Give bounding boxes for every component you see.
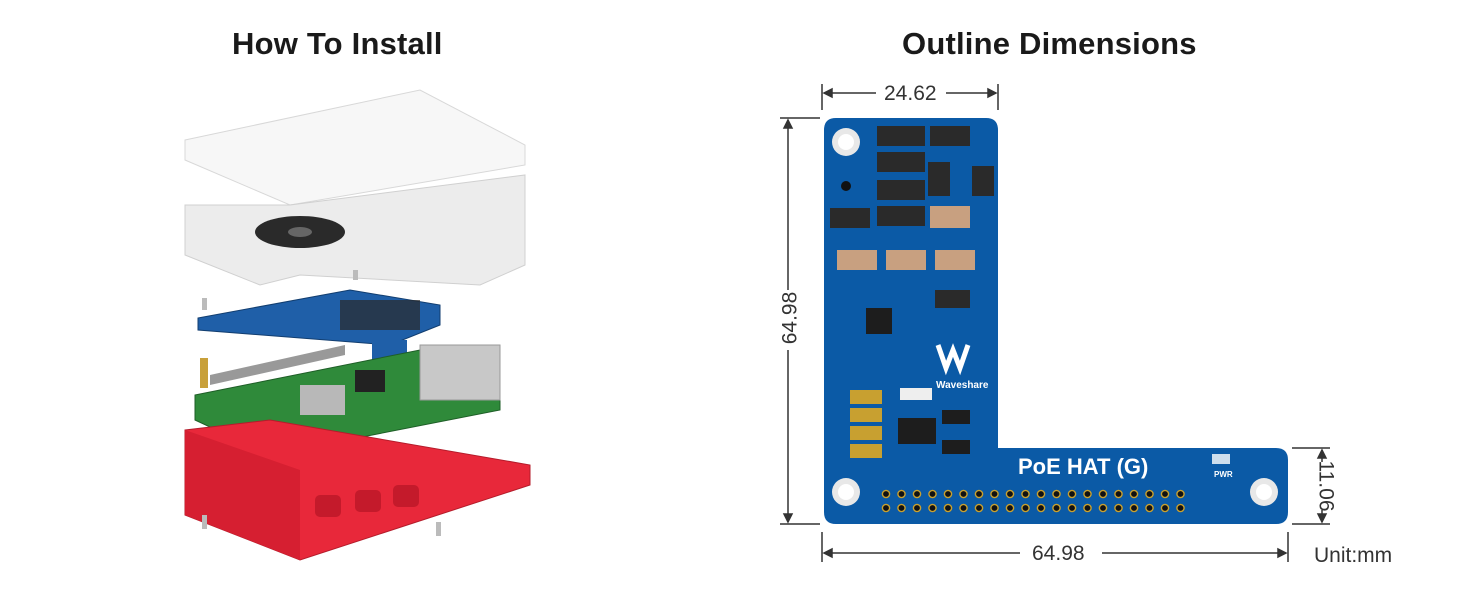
gpio-pin: [1129, 489, 1139, 499]
gpio-pin: [1067, 489, 1077, 499]
gpio-pin: [897, 503, 906, 513]
gpio-pin: [1067, 503, 1077, 513]
gpio-pin: [912, 489, 922, 499]
gpio-pin: [881, 489, 891, 499]
gpio-pin: [974, 503, 984, 513]
gpio-pin: [1021, 489, 1030, 499]
gpio-pin: [974, 489, 984, 499]
gpio-pin: [1160, 503, 1170, 513]
gpio-pin: [1176, 503, 1185, 513]
red-base: [184, 419, 531, 561]
dimension-lines: [780, 84, 1330, 562]
gpio-pin: [1052, 489, 1061, 499]
dimensions-title: Outline Dimensions: [902, 26, 1197, 61]
dimension-right: 11.06: [1314, 460, 1338, 512]
gpio-pin: [1114, 503, 1123, 513]
gpio-pin: [1021, 503, 1030, 513]
gpio-pin: [1145, 489, 1154, 499]
gpio-pin: [990, 489, 999, 499]
gpio-pin: [1083, 489, 1092, 499]
pwr-label: PWR: [1214, 470, 1233, 479]
gpio-pin: [1176, 489, 1185, 499]
gpio-pin: [1098, 503, 1108, 513]
screws: [200, 270, 441, 536]
gpio-pin: [897, 489, 906, 499]
dimension-left: 64.98: [778, 291, 802, 345]
board-label: PoE HAT (G): [1018, 454, 1149, 479]
gpio-pin: [1098, 489, 1108, 499]
gpio-pin: [1005, 503, 1015, 513]
gpio-pin: [1052, 503, 1061, 513]
gpio-pin: [990, 503, 999, 513]
waveshare-logo-icon: [935, 343, 971, 376]
gpio-pin: [959, 489, 968, 499]
unit-label: Unit:mm: [1314, 544, 1393, 567]
gpio-pin: [1036, 503, 1046, 513]
gpio-pin: [959, 503, 968, 513]
gpio-pin: [928, 489, 937, 499]
install-title: How To Install: [232, 26, 443, 61]
poe-hat-board: [197, 289, 441, 360]
gpio-pin: [1145, 503, 1154, 513]
gpio-pin: [943, 503, 953, 513]
gpio-pin: [928, 503, 937, 513]
white-lid: [184, 89, 526, 286]
dimension-bottom: 64.98: [1032, 542, 1085, 565]
pcb-outline: [824, 118, 1288, 524]
gpio-header: [881, 489, 1185, 513]
gpio-pin: [1160, 489, 1170, 499]
brand-label: Waveshare: [936, 380, 989, 391]
gpio-pin: [881, 503, 891, 513]
gpio-pin: [1036, 489, 1046, 499]
gpio-pin: [912, 503, 922, 513]
gpio-pin: [1114, 489, 1123, 499]
dimension-top: 24.62: [884, 82, 937, 105]
gpio-pin: [1129, 503, 1139, 513]
gpio-pin: [1083, 503, 1092, 513]
gpio-pin: [943, 489, 953, 499]
gpio-pin: [1005, 489, 1015, 499]
